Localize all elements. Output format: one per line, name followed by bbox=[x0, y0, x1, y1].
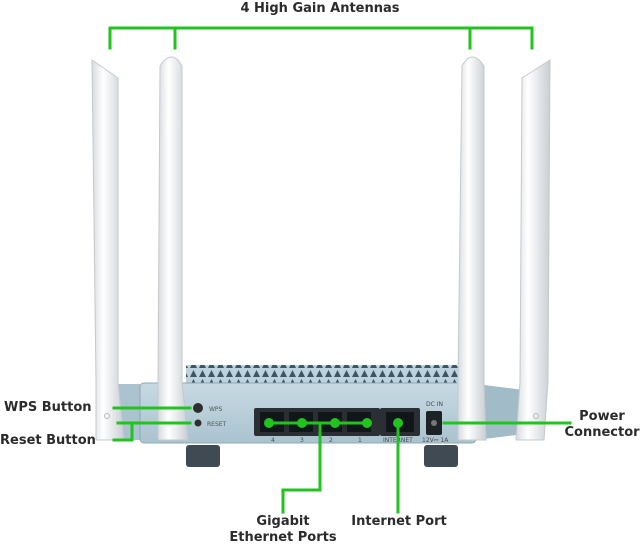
internet-port-label: Internet Port bbox=[351, 514, 447, 529]
gigabit-label-line-1: Gigabit bbox=[256, 514, 310, 529]
antenna-4 bbox=[515, 59, 551, 441]
lan-label-3: 3 bbox=[300, 437, 304, 444]
lan-dot-4 bbox=[264, 418, 274, 428]
gigabit-callout-line bbox=[281, 421, 322, 514]
lan-dot-3 bbox=[297, 418, 307, 428]
wps-button bbox=[193, 403, 203, 413]
antenna-1 bbox=[91, 59, 125, 441]
internet-dot bbox=[393, 418, 403, 428]
callout-dots bbox=[264, 418, 403, 428]
antennas-title: 4 High Gain Antennas bbox=[240, 1, 400, 16]
lan-dot-2 bbox=[330, 418, 340, 428]
antennas bbox=[91, 56, 551, 441]
gigabit-label-line-2: Ethernet Ports bbox=[229, 530, 337, 545]
power-connector-label: Power Connector bbox=[564, 409, 640, 441]
power-rating-label: 12V⎓ 1A bbox=[422, 437, 449, 444]
wps-button-label: WPS Button bbox=[4, 400, 92, 415]
rear-panel: WPS RESET 4 3 2 1 INTERNET DC IN 12V⎓ 1A bbox=[193, 401, 449, 444]
power-label-line-2: Connector bbox=[564, 425, 640, 440]
antenna-2 bbox=[157, 56, 189, 441]
callout-lines bbox=[108, 26, 572, 514]
lan-label-2: 2 bbox=[329, 437, 333, 444]
reset-button bbox=[194, 419, 202, 427]
antenna-bracket-line bbox=[108, 26, 534, 50]
power-label-line-1: Power bbox=[579, 409, 625, 424]
panel-reset-text: RESET bbox=[207, 421, 227, 428]
reset-callout-elbow bbox=[112, 421, 134, 442]
lan-label-4: 4 bbox=[271, 437, 275, 444]
lan-dot-1 bbox=[362, 418, 372, 428]
gigabit-ports-label: Gigabit Ethernet Ports bbox=[226, 514, 340, 546]
antenna-3 bbox=[457, 56, 487, 441]
lan-label-1: 1 bbox=[358, 437, 362, 444]
reset-button-label: Reset Button bbox=[0, 433, 96, 448]
panel-wps-text: WPS bbox=[209, 406, 223, 413]
dc-in-label: DC IN bbox=[426, 401, 443, 408]
